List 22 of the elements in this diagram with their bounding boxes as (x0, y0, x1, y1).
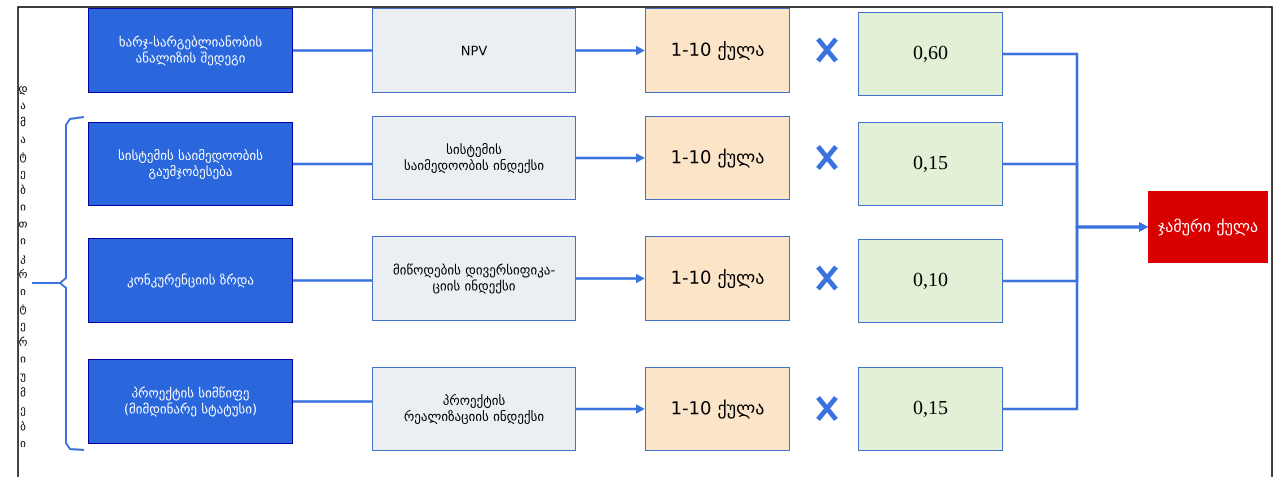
criterion-box: პროექტის სიმწიფე (მიმდინარე სტატუსი) (88, 359, 293, 444)
connector (293, 49, 372, 52)
score-box: 1-10 ქულა (645, 236, 790, 321)
connector (293, 162, 372, 166)
weight-box: 0,10 (858, 239, 1003, 323)
weight-box: 0,15 (858, 367, 1003, 451)
connector (293, 400, 372, 403)
weight-box: 0,15 (858, 122, 1003, 206)
total-score-box: ჯამური ქულა (1148, 191, 1268, 263)
score-box: 1-10 ქულა (645, 367, 790, 451)
indicator-box: NPV (372, 8, 576, 93)
score-box: 1-10 ქულა (645, 8, 790, 93)
criterion-box: სისტემის საიმედოობის გაუმჯობესება (88, 122, 293, 206)
weight-box: 0,60 (858, 12, 1003, 96)
criterion-box: ხარჯ-სარგებლიანობის ანალიზის შედეგი (88, 8, 293, 93)
connector (293, 279, 372, 282)
score-box: 1-10 ქულა (645, 116, 790, 200)
vertical-label: დამატებითი კრიტერიუმები (19, 86, 27, 448)
indicator-box: მიწოდების დივერსიფიკა-ციის ინდექსი (372, 236, 576, 321)
indicator-box: პროექტის რეალიზაციის ინდექსი (372, 367, 576, 451)
criterion-box: კონკურენციის ზრდა (88, 238, 293, 323)
indicator-box: სისტემის საიმედოობის ინდექსი (372, 116, 576, 200)
